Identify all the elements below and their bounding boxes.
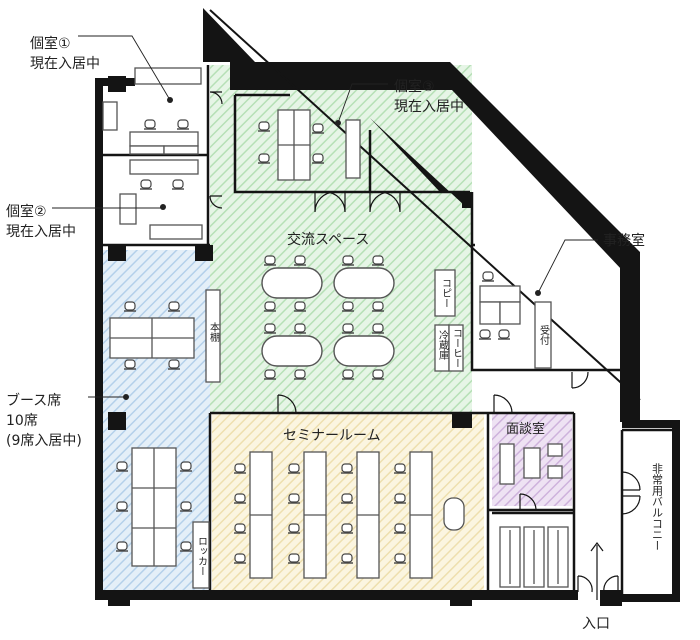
chair-icon	[394, 553, 406, 564]
leader-lines	[52, 35, 598, 398]
private-room-2-status: 現在入居中	[6, 224, 76, 240]
outer-walls	[95, 8, 680, 606]
chair-icon	[288, 553, 300, 564]
entrance-arrow	[590, 542, 604, 600]
balcony-label: 非常用バルコニー	[651, 463, 664, 551]
outer-wall-right	[620, 252, 640, 422]
office-label: 事務室	[603, 232, 645, 249]
interior-walls	[100, 65, 678, 600]
outer-diagonal-wall	[209, 9, 641, 401]
seminar-room-label: セミナールーム	[283, 428, 381, 444]
chair-icon	[372, 301, 384, 312]
bookshelf-label: 本棚	[208, 321, 220, 343]
chair-icon	[234, 553, 246, 564]
doors	[209, 91, 641, 593]
chair-icon	[124, 359, 136, 370]
chair-icon	[394, 493, 406, 504]
chair-icon	[341, 463, 353, 474]
private-room-3-name: 個室③	[394, 78, 435, 95]
private-room-2-name: 個室②	[6, 203, 47, 220]
locker-label: ロッカー	[196, 536, 207, 576]
chairs	[116, 119, 510, 564]
private-room-2-furniture	[119, 159, 203, 240]
chair-icon	[144, 119, 156, 130]
exchange-tables	[261, 267, 395, 367]
chair-icon	[294, 369, 306, 380]
chair-icon	[180, 541, 192, 552]
chair-icon	[482, 271, 494, 282]
fridge-label: 冷蔵庫	[437, 329, 449, 361]
chair-icon	[294, 301, 306, 312]
chair-icon	[342, 369, 354, 380]
chair-icon	[394, 523, 406, 534]
booth-seat-status: (9席入居中)	[6, 433, 82, 449]
seminar-desks	[249, 451, 465, 579]
exchange-space-label: 交流スペース	[287, 231, 369, 248]
chair-icon	[498, 329, 510, 340]
chair-icon	[342, 255, 354, 266]
chair-icon	[264, 323, 276, 334]
booth-seat-label: ブース席	[6, 392, 61, 409]
chair-icon	[168, 301, 180, 312]
chair-icon	[341, 553, 353, 564]
chair-icon	[294, 323, 306, 334]
chair-icon	[372, 255, 384, 266]
chair-icon	[180, 461, 192, 472]
storage-lockers	[499, 526, 569, 588]
chair-icon	[288, 463, 300, 474]
private-room-1-furniture	[102, 67, 202, 155]
chair-icon	[312, 153, 324, 164]
reception-label: 受付	[538, 325, 550, 346]
chair-icon	[168, 359, 180, 370]
chair-icon	[258, 121, 270, 132]
chair-icon	[116, 461, 128, 472]
chair-icon	[372, 323, 384, 334]
chair-icon	[312, 123, 324, 134]
private-room-3-status: 現在入居中	[394, 99, 464, 115]
chair-icon	[294, 255, 306, 266]
chair-icon	[116, 541, 128, 552]
chair-icon	[177, 119, 189, 130]
booth-seat-count: 10席	[6, 413, 38, 429]
coffee-label: コーヒー	[451, 328, 462, 368]
chair-icon	[258, 153, 270, 164]
chair-icon	[288, 523, 300, 534]
chair-icon	[234, 493, 246, 504]
copy-label: コピー	[440, 278, 451, 308]
chair-icon	[264, 369, 276, 380]
chair-icon	[341, 523, 353, 534]
chair-icon	[172, 179, 184, 190]
office-furniture	[479, 285, 552, 369]
chair-icon	[180, 501, 192, 512]
interview-furniture	[499, 443, 563, 485]
entrance-label: 入口	[582, 616, 610, 632]
interview-room-label: 面談室	[506, 421, 545, 437]
chair-icon	[341, 493, 353, 504]
chair-icon	[124, 301, 136, 312]
private-room-1-status: 現在入居中	[30, 56, 100, 72]
chair-icon	[264, 255, 276, 266]
chair-icon	[342, 301, 354, 312]
chair-icon	[264, 301, 276, 312]
chair-icon	[394, 463, 406, 474]
booth-desks	[109, 289, 221, 589]
chair-icon	[234, 463, 246, 474]
chair-icon	[234, 523, 246, 534]
chair-icon	[116, 501, 128, 512]
chair-icon	[372, 369, 384, 380]
chair-icon	[342, 323, 354, 334]
private-room-1-name: 個室①	[30, 35, 71, 52]
chair-icon	[288, 493, 300, 504]
private-room-3-furniture	[277, 109, 361, 181]
service-counters	[434, 269, 464, 372]
chair-icon	[140, 179, 152, 190]
chair-icon	[479, 329, 491, 340]
